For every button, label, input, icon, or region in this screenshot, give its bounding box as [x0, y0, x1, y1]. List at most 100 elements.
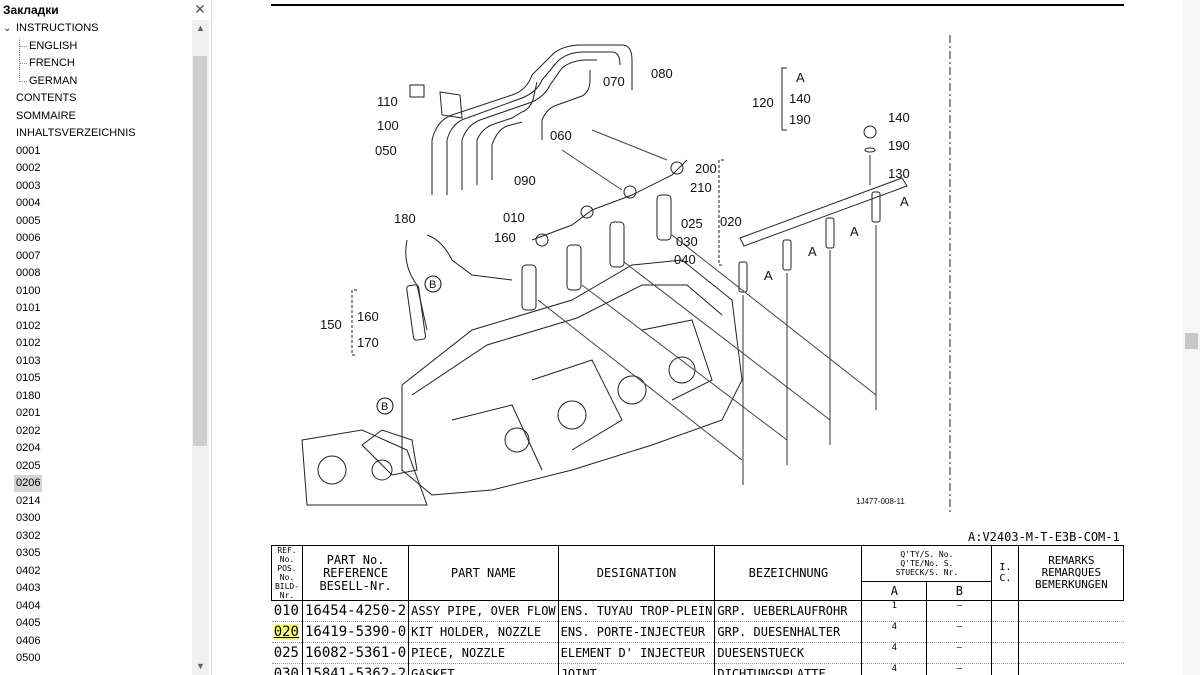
part-no-cell: 16419-5390-0	[301, 621, 409, 643]
ref-no-cell[interactable]: 030	[271, 663, 303, 675]
bookmark-label: 0002	[16, 162, 41, 174]
bookmark-item[interactable]: 0206	[0, 475, 190, 492]
scrollbar-thumb[interactable]	[1185, 333, 1198, 349]
ref-no-cell[interactable]: 025	[271, 642, 303, 664]
ref-no-cell[interactable]: 010	[271, 600, 303, 622]
bookmark-label: 0005	[16, 214, 41, 227]
part-name-cell: ASSY PIPE, OVER FLOW	[408, 600, 559, 622]
bookmark-item[interactable]: GERMAN	[0, 72, 190, 90]
bookmark-item[interactable]: 0008	[0, 265, 190, 282]
bookmark-label: 0180	[16, 389, 41, 402]
bookmark-label: 0206	[14, 475, 43, 492]
bookmark-item[interactable]: 0102	[0, 318, 190, 335]
bookmark-item[interactable]: ⌄INSTRUCTIONS	[0, 20, 190, 37]
bookmark-item[interactable]: 0180	[0, 388, 190, 405]
callout-label: B	[381, 401, 388, 413]
part-no-header: PART No. REFERENCE BESELL-Nr.	[301, 545, 410, 601]
bookmark-item[interactable]: 0204	[0, 440, 190, 457]
designation-cell: ENS. TUYAU TROP-PLEIN	[557, 600, 715, 622]
bookmark-label: 0403	[16, 582, 41, 594]
callout-label: 110	[377, 94, 398, 109]
part-name-cell: KIT HOLDER, NOZZLE	[408, 621, 559, 643]
qty-b-cell: –	[926, 663, 992, 675]
designation-header: DESIGNATION	[557, 545, 716, 601]
part-no-cell-text: 15841-5362-2	[305, 666, 407, 675]
bookmark-label: 0101	[16, 302, 41, 314]
bookmark-item[interactable]: 0302	[0, 528, 190, 545]
callout-label: 160	[357, 309, 379, 324]
bookmark-item[interactable]: 0205	[0, 458, 190, 475]
bookmark-label: 0103	[16, 354, 41, 367]
scroll-down-arrow-icon[interactable]: ▼	[196, 661, 205, 671]
bookmark-item[interactable]: 0305	[0, 545, 190, 562]
bezeichnung-cell: GRP. DUESENHALTER	[714, 621, 862, 643]
remarks-cell	[1018, 600, 1124, 622]
bookmark-item[interactable]: 0214	[0, 493, 190, 510]
bookmark-item[interactable]: 0105	[0, 370, 190, 387]
qty-a-header: A	[861, 580, 928, 602]
bookmark-label: 0406	[16, 634, 41, 647]
bookmark-label: 0300	[16, 512, 41, 524]
ic-cell	[991, 663, 1019, 675]
quantity-header: Q'TY/S. No. Q'TE/No. S. STUECK/S. Nr.	[861, 545, 993, 582]
qty-a-cell: 4	[861, 621, 927, 643]
bookmark-item[interactable]: 0103	[0, 353, 190, 370]
part-name-cell-text: PIECE, NOZZLE	[411, 646, 506, 660]
bookmark-item[interactable]: 0201	[0, 405, 190, 422]
bookmark-label: GERMAN	[29, 74, 78, 87]
bookmark-item[interactable]: 0500	[0, 650, 190, 667]
bookmark-item[interactable]: 0202	[0, 423, 190, 440]
bookmark-item[interactable]: 0007	[0, 248, 190, 265]
bookmark-item[interactable]: 0403	[0, 580, 190, 597]
bookmark-item[interactable]: CONTENTS	[0, 90, 190, 107]
callout-label: 190	[789, 112, 811, 127]
bookmark-label: 0404	[16, 599, 41, 612]
bookmark-item[interactable]: 0102	[0, 335, 190, 352]
bookmark-item[interactable]: 0004	[0, 195, 190, 212]
bookmark-item[interactable]: ENGLISH	[0, 37, 190, 55]
scrollbar-thumb[interactable]	[193, 56, 207, 446]
bookmark-label: 0204	[16, 442, 41, 454]
bezeichnung-cell: GRP. UEBERLAUFROHR	[714, 600, 862, 622]
bookmark-item[interactable]: 0300	[0, 510, 190, 527]
ic-cell	[991, 600, 1019, 622]
bookmark-item[interactable]: 0006	[0, 230, 190, 247]
qty-a-cell: 4	[861, 642, 927, 664]
bookmark-item[interactable]: SOMMAIRE	[0, 108, 190, 125]
scroll-up-arrow-icon[interactable]: ▲	[196, 23, 205, 33]
bookmark-item[interactable]: 0003	[0, 178, 190, 195]
bookmark-item[interactable]: 0100	[0, 283, 190, 300]
bookmark-item[interactable]: 0402	[0, 563, 190, 580]
callout-label: 010	[503, 210, 525, 225]
bookmark-label: 0402	[16, 564, 41, 577]
parts-table: REF. No. POS. No. BILD-Nr. PART No. REFE…	[271, 545, 1125, 675]
bezeichnung-cell: DUESENSTUECK	[714, 642, 862, 664]
bookmark-item[interactable]: 0001	[0, 143, 190, 160]
bookmark-label: 0405	[16, 617, 41, 629]
qty-b-cell-text: –	[956, 622, 963, 632]
bookmark-label: FRENCH	[29, 57, 75, 69]
bookmark-item[interactable]: FRENCH	[0, 55, 190, 72]
bookmark-item[interactable]: 0101	[0, 300, 190, 317]
bookmark-item[interactable]: 0406	[0, 633, 190, 650]
part-no-cell-text: 16082-5361-0	[305, 645, 407, 661]
callout-label: 020	[720, 214, 742, 229]
bookmark-item[interactable]: 0005	[0, 213, 190, 230]
bookmark-item[interactable]: 0405	[0, 615, 190, 632]
ic-cell	[991, 642, 1019, 664]
bookmark-label: 0305	[16, 547, 41, 559]
part-name-cell-text: GASKET	[411, 667, 455, 675]
document-scrollbar[interactable]	[1183, 0, 1200, 675]
designation-cell-text: ENS. PORTE-INJECTEUR	[560, 625, 706, 639]
bookmark-item[interactable]: 0002	[0, 160, 190, 177]
designation-cell: ENS. PORTE-INJECTEUR	[557, 621, 715, 643]
close-icon[interactable]: ✕	[194, 1, 206, 17]
chevron-down-icon[interactable]: ⌄	[3, 23, 12, 34]
designation-cell-text: ENS. TUYAU TROP-PLEIN	[560, 604, 713, 618]
bookmark-item[interactable]: INHALTSVERZEICHNIS	[0, 125, 190, 142]
bookmark-item[interactable]: 0404	[0, 598, 190, 615]
ref-no-cell[interactable]: 020	[271, 621, 303, 643]
bookmarks-scrollbar[interactable]: ▲ ▼	[192, 20, 209, 675]
